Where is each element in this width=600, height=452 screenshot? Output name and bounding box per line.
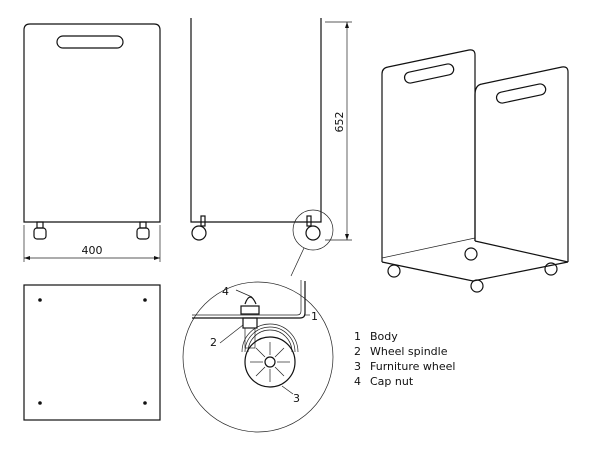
width-dimension: 400: [82, 244, 103, 257]
callout-1: 1: [311, 310, 318, 323]
height-dimension: 652: [333, 112, 346, 133]
label: Furniture wheel: [370, 360, 456, 373]
callout-2: 2: [210, 336, 217, 349]
legend-item: 4 Cap nut: [354, 374, 455, 389]
front-view: 400: [23, 23, 161, 262]
label: 1: [354, 330, 361, 343]
label: Cap nut: [370, 375, 414, 388]
bottom-view: [23, 284, 161, 421]
label: 2: [354, 345, 361, 358]
label: Body: [370, 330, 398, 343]
wheel-front-right: [136, 221, 150, 240]
label: 3: [354, 360, 361, 373]
label: Wheel spindle: [370, 345, 448, 358]
legend-item: 2 Wheel spindle: [354, 344, 455, 359]
legend-item: 3 Furniture wheel: [354, 359, 455, 374]
wheel-side-right: [305, 215, 321, 241]
wheel-side-left: [191, 215, 207, 241]
label: 4: [354, 375, 361, 388]
legend-item: 1 Body: [354, 329, 455, 344]
callout-4: 4: [222, 285, 229, 298]
wheel-front-left: [33, 221, 47, 240]
iso-wheel: [387, 247, 558, 293]
side-view: 652: [190, 18, 352, 277]
callout-3: 3: [293, 392, 300, 405]
detail-view: 4 2 3 1: [182, 280, 334, 433]
isometric-view: [381, 49, 569, 293]
detail-marker: [292, 209, 334, 251]
